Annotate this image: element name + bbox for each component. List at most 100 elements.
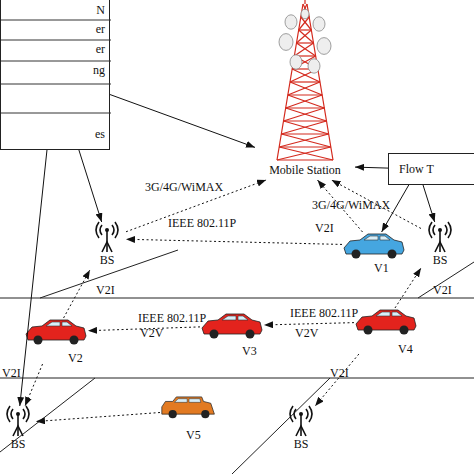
vehicle-wheel [34,336,43,345]
antenna-dish [317,38,331,55]
tower-lattice [294,43,313,56]
vehicle-symbol [344,234,404,259]
node-label: V2 [68,351,83,365]
node-label: V3 [242,344,257,358]
vehicle-wheel [388,250,397,259]
edge-label: V2I [330,366,349,380]
vehicle-wheel [364,326,373,335]
node-label: Mobile Station [255,163,355,177]
connector-arrow [395,268,421,308]
road-line [0,378,474,379]
tower-lattice [286,108,327,121]
tower-lattice [331,147,333,160]
node-label: er [1,22,105,36]
edge-label: IEEE 802.11P [138,311,206,325]
process-box: Flow T [388,153,474,185]
antenna-symbol [102,242,112,252]
vehicle-window [62,322,72,326]
road-line [40,250,178,298]
connector-arrow [264,323,354,325]
tower-lattice [277,147,279,160]
antenna-symbol [433,225,435,235]
connector-arrow [25,364,43,406]
antenna-symbol [96,222,99,238]
antenna-symbol [445,225,447,235]
antenna-symbol [290,406,293,422]
base-station: BS [421,222,459,270]
connector-arrow [79,150,102,222]
panel-divider [1,113,111,114]
link-type-label: V2I [315,221,334,235]
tower-lattice [327,121,329,134]
tower-lattice [281,133,328,134]
tower-lattice [286,107,325,108]
antenna-symbol [448,222,451,238]
antenna-symbol [13,426,23,436]
node-label: er [1,42,105,56]
tower-lattice [279,134,281,147]
antenna-tip [438,228,442,232]
tower-lattice [322,95,324,108]
connector-arrow [126,180,266,232]
road-line [418,262,474,298]
tower-lattice [290,82,322,95]
connector-arrow [355,167,388,169]
antenna-icon [0,406,36,436]
vehicle-wheel [70,336,79,345]
road-line [0,298,474,299]
connector-arrow [88,327,200,331]
tower-lattice [324,108,326,121]
vehicle-wheel [169,410,177,418]
vehicle-wheel [246,330,255,339]
vehicle-wheel [201,410,209,418]
vehicle-window [364,236,378,240]
node-label: es [1,127,105,141]
edge-label: 3G/4G/WiMAX [312,198,390,212]
edge-label: 3G/4G/WiMAX [145,180,223,194]
connector-arrow [36,413,160,422]
tower-lattice [297,30,312,43]
antenna-symbol [306,409,308,419]
vehicle-window [380,236,390,240]
antenna-symbol [294,409,296,419]
tower-lattice [286,95,323,108]
antenna-dish [313,17,325,31]
tower-lattice [329,134,331,147]
tower-lattice [284,108,286,121]
vehicle-node: V3 [200,312,264,358]
antenna-tip [299,412,303,416]
antenna-symbol [115,222,118,238]
antenna-symbol [309,406,312,422]
vehicle-icon [160,396,218,424]
link-type-label: V2V [140,326,163,340]
edge-label: IEEE 802.11P [168,216,236,230]
connector-arrow [382,185,409,232]
link-type-label: V2V [295,326,318,340]
tower-lattice [288,95,325,108]
base-station: BS [0,406,36,454]
antenna-icon [88,222,126,252]
node-label: BS [282,437,320,451]
vehicle-window [238,316,248,320]
tower-lattice [279,146,331,147]
vehicle-node: V1 [342,232,406,276]
node-label: ng [1,63,105,77]
node-label: BS [421,253,459,267]
antenna-dish [285,15,297,29]
vehicle-window [189,399,201,403]
vehicle-icon [342,232,406,260]
tower-lattice [290,81,320,82]
tower-lattice [281,121,326,134]
tower-node: Mobile Station [255,0,355,180]
controller-panel: Nerernges [0,0,110,150]
vehicle-window [392,312,402,316]
connector-arrow [317,180,362,232]
node-label: Flow T [399,162,434,176]
vehicle-window [376,312,390,316]
edge-label: V2I [96,283,115,297]
base-station: BS [282,406,320,454]
tower-lattice [297,42,314,43]
